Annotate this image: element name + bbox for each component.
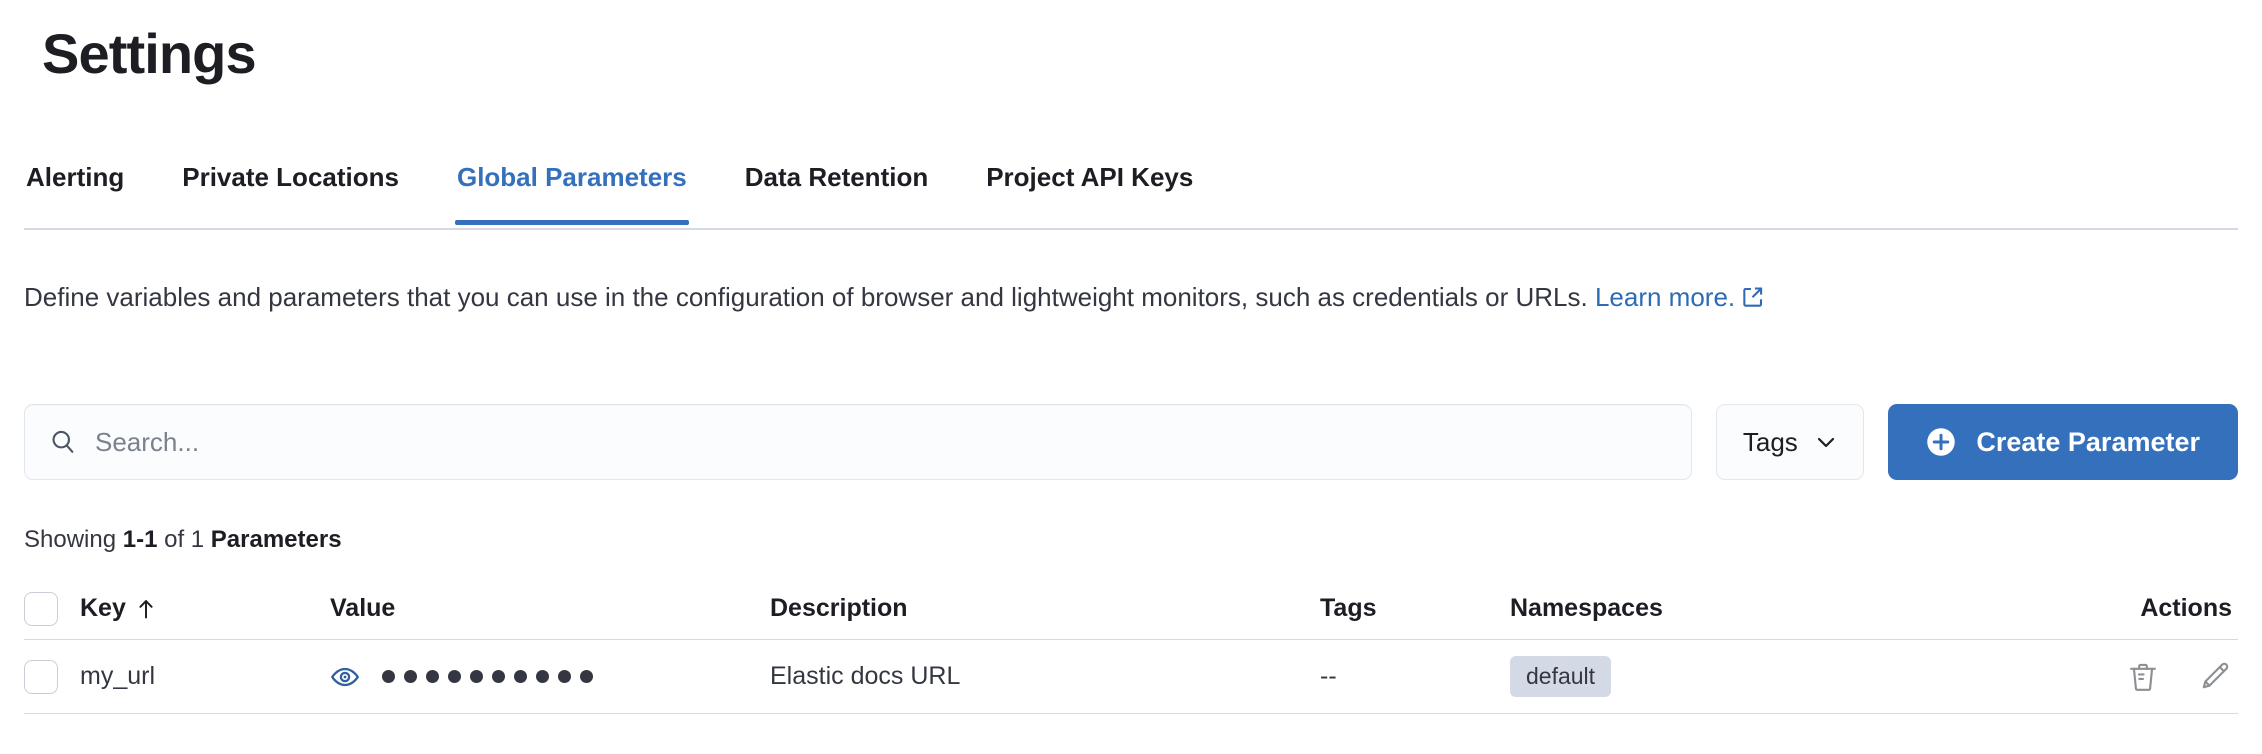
cell-actions [1950, 660, 2238, 694]
trash-icon[interactable] [2126, 660, 2160, 694]
tab-private-locations[interactable]: Private Locations [182, 162, 399, 192]
tab-data-retention[interactable]: Data Retention [744, 162, 929, 192]
column-header-actions: Actions [2140, 594, 2232, 622]
row-select-checkbox[interactable] [24, 659, 58, 694]
settings-tabs: Alerting Private Locations Global Parame… [24, 152, 2238, 230]
results-middle: of 1 [157, 526, 211, 553]
select-all-checkbox[interactable] [24, 591, 58, 626]
search-icon [49, 428, 77, 456]
cell-description: Elastic docs URL [770, 662, 961, 690]
masked-value [382, 670, 593, 683]
column-header-tags: Tags [1320, 594, 1377, 622]
learn-more-label: Learn more. [1594, 282, 1736, 312]
namespace-badge: default [1510, 656, 1612, 697]
column-header-key-label: Key [80, 594, 126, 622]
cell-tags: -- [1320, 662, 1337, 690]
results-count: Showing 1-1 of 1 Parameters [24, 526, 342, 554]
create-parameter-label: Create Parameter [1976, 426, 2200, 457]
tab-alerting[interactable]: Alerting [26, 162, 125, 192]
learn-more-link[interactable]: Learn more. [1595, 282, 1735, 312]
parameters-table: Key Value Description Tags Namespaces Ac… [24, 578, 2238, 714]
tags-filter-button[interactable]: Tags [1716, 404, 1865, 480]
page-description: Define variables and parameters that you… [24, 272, 2204, 322]
column-header-key[interactable]: Key [80, 594, 330, 623]
select-all-cell [24, 591, 80, 626]
column-header-description: Description [770, 594, 908, 622]
search-input[interactable] [95, 426, 1668, 458]
filter-controls: Tags Create Parameter [24, 404, 2238, 480]
sort-arrow-up-icon [136, 598, 156, 620]
cell-namespaces: default [1510, 656, 1950, 697]
results-noun: Parameters [210, 526, 342, 553]
create-parameter-button[interactable]: Create Parameter [1888, 404, 2238, 480]
column-header-value: Value [330, 594, 396, 622]
tags-filter-label: Tags [1742, 426, 1798, 457]
column-header-namespaces: Namespaces [1510, 594, 1663, 622]
plus-circle-icon [1926, 427, 1956, 457]
tab-global-parameters[interactable]: Global Parameters [454, 152, 689, 226]
row-select-cell [24, 659, 80, 694]
pencil-icon[interactable] [2198, 660, 2232, 694]
description-text: Define variables and parameters that you… [24, 282, 1595, 312]
table-header-row: Key Value Description Tags Namespaces Ac… [24, 578, 2238, 640]
cell-value [330, 662, 770, 692]
cell-key: my_url [80, 662, 156, 690]
results-prefix: Showing [24, 526, 123, 553]
chevron-down-icon [1814, 430, 1838, 454]
search-box[interactable] [24, 404, 1693, 480]
page-title: Settings [42, 22, 257, 85]
table-row: my_url Elastic docs URL -- default [24, 640, 2238, 714]
tab-project-api-keys[interactable]: Project API Keys [986, 162, 1194, 192]
external-link-icon [1742, 274, 1764, 307]
eye-icon[interactable] [330, 662, 360, 692]
results-range: 1-1 [122, 526, 158, 553]
